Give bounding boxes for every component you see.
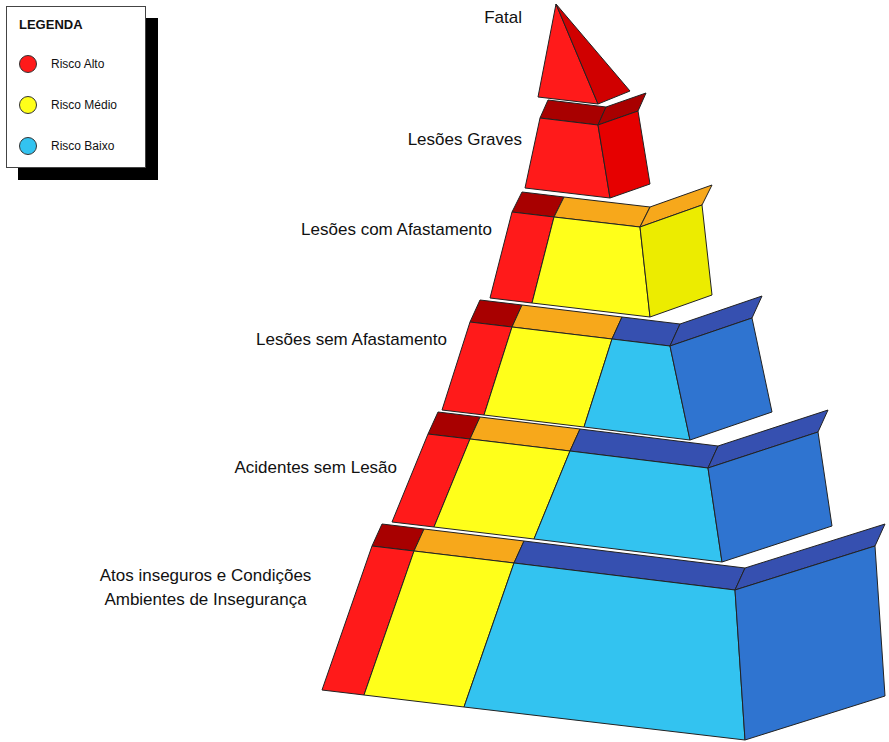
level-label: Acidentes sem Lesão [234,456,397,480]
legend-text: Risco Baixo [51,139,114,153]
legend-row: Risco Alto [19,43,145,84]
level-text: Acidentes sem Lesão [234,456,397,480]
legend-swatch [19,96,37,114]
level-label: Lesões sem Afastamento [256,328,447,352]
level-text: Atos inseguros e Condições Ambientes de … [73,564,338,612]
legend-row: Risco Baixo [19,125,145,166]
legend-swatch [19,55,37,73]
legend-title: LEGENDA [19,15,145,43]
level-text: Fatal [484,6,522,30]
legend-swatch [19,137,37,155]
level-text: Lesões com Afastamento [301,218,492,242]
level-label: Atos inseguros e Condições Ambientes de … [73,564,338,612]
legend-box: LEGENDA Risco AltoRisco MédioRisco Baixo [6,6,146,168]
legend-text: Risco Alto [51,57,104,71]
level-label: Lesões com Afastamento [301,218,492,242]
level-text: Lesões Graves [408,128,522,152]
level-label: Fatal [484,6,522,30]
legend-text: Risco Médio [51,98,117,112]
level-text: Lesões sem Afastamento [256,328,447,352]
level-label: Lesões Graves [408,128,522,152]
legend-row: Risco Médio [19,84,145,125]
